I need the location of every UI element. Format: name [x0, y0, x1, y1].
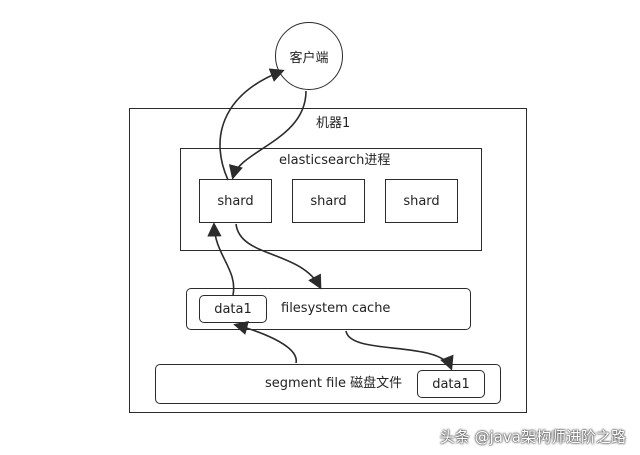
arrow-cache-to-disk [345, 330, 454, 371]
cache-data-label: data1 [214, 301, 252, 317]
watermark: 头条 @java架构师进阶之路 [439, 428, 626, 446]
disk-data-box: data1 [417, 370, 485, 398]
shard-label: shard [403, 193, 440, 209]
filesystem-cache-label: filesystem cache [281, 301, 391, 316]
arrow-disk-to-cache [233, 320, 297, 364]
es-process-label: elasticsearch进程 [279, 153, 391, 168]
disk-label: segment file 磁盘文件 [265, 376, 403, 391]
client-label: 客户端 [289, 50, 329, 66]
shard-box: shard [292, 179, 365, 223]
cache-data-box: data1 [199, 295, 267, 323]
arrow-shard-to-client [219, 68, 285, 181]
shard-box: shard [199, 179, 272, 223]
arrow-shard-to-cache [235, 223, 322, 290]
shard-label: shard [310, 193, 347, 209]
shard-box: shard [385, 179, 458, 223]
arrow-cache-to-shard [207, 222, 235, 296]
disk-data-label: data1 [432, 376, 470, 392]
machine-label: 机器1 [316, 116, 351, 131]
arrow-client-to-shard [228, 90, 307, 180]
shard-label: shard [217, 193, 254, 209]
client-node: 客户端 [275, 22, 343, 90]
